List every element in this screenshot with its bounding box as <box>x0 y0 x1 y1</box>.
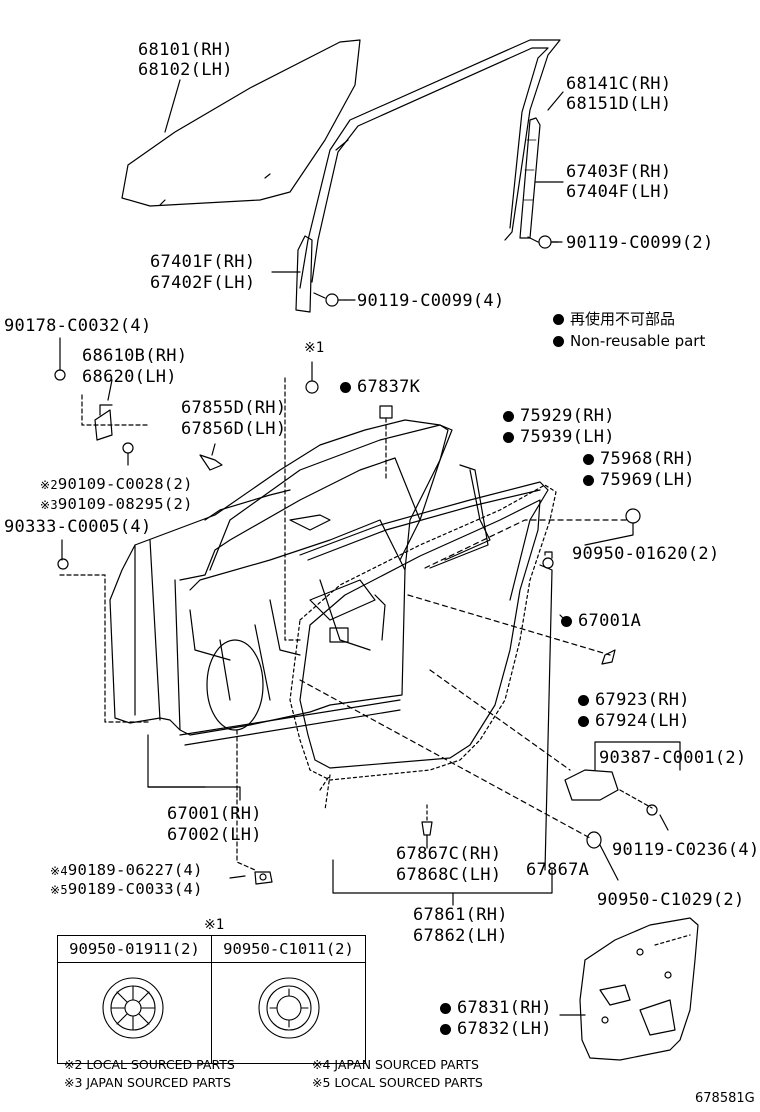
table-header-cell: 90950-01911(2) <box>57 935 212 963</box>
front-sash <box>295 235 313 313</box>
hinge-shape <box>94 404 113 441</box>
label-rear-sash-rh: 67403F(RH) <box>566 162 672 182</box>
door-glass <box>121 39 361 207</box>
note-2: ※2 LOCAL SOURCED PARTS <box>64 1057 235 1072</box>
table-image-cell <box>211 962 366 1064</box>
label-hinge-lh: 68620(LH) <box>82 367 177 387</box>
label-hinge-rh: 68610B(RH) <box>82 346 188 366</box>
label-weatherstrip-67867a: 67867A <box>526 860 590 880</box>
weatherstrip-67861-shape <box>289 484 557 781</box>
label-frame-67923-rh: 67923(RH) <box>578 690 690 711</box>
label-bolt-upper: 90119-C0099(2) <box>566 233 714 253</box>
label-bracket-rh: 67855D(RH) <box>181 398 287 418</box>
nut-67001a-shape <box>601 649 616 665</box>
label-screw-top: 90178-C0032(4) <box>4 316 152 336</box>
label-clip-90387: 90387-C0001(2) <box>599 748 747 768</box>
label-service-cover-rh: 67831(RH) <box>440 998 552 1019</box>
hole-plug-c1029-shape <box>586 831 602 849</box>
bolt-90109-shape <box>122 442 134 466</box>
label-bracket-lh: 67856D(LH) <box>181 419 287 439</box>
label-bolt-90109-a: ※290109-C0028(2) <box>40 475 193 493</box>
ref-mark-1-table: ※1 <box>204 917 225 933</box>
clip-67867c-shape <box>421 804 433 836</box>
label-service-cover-lh: 67832(LH) <box>440 1019 552 1040</box>
label-bolt-bottom-a: ※490189-06227(4) <box>50 861 203 879</box>
label-door-panel-rh: 67001(RH) <box>167 804 262 824</box>
label-bolt-90109-b: ※390109-08295(2) <box>40 495 193 513</box>
label-weatherstrip-75968-lh: 75969(LH) <box>583 470 695 491</box>
run-channel <box>299 39 561 289</box>
non-reusable-dot-icon <box>561 616 572 627</box>
label-run-channel-rh: 68141C(RH) <box>566 74 672 94</box>
label-weatherstrip-67861-lh: 67862(LH) <box>413 926 508 946</box>
weatherstrip-75929-shape <box>209 424 453 571</box>
label-weatherstrip-67867-lh: 67868C(LH) <box>396 865 502 885</box>
label-hole-plug-c1029: 90950-C1029(2) <box>597 890 745 910</box>
label-bolt-bottom-b: ※590189-C0033(4) <box>50 880 203 898</box>
label-rear-sash-lh: 67404F(LH) <box>566 182 672 202</box>
reference-table: 90950-01911(2) 90950-C1011(2) <box>57 935 366 1064</box>
non-reusable-dot-icon <box>503 411 514 422</box>
note-3: ※3 JAPAN SOURCED PARTS <box>64 1075 231 1090</box>
non-reusable-dot-icon <box>440 1003 451 1014</box>
non-reusable-dot-icon <box>583 475 594 486</box>
non-reusable-dot-icon <box>340 382 351 393</box>
label-run-channel-lh: 68151D(LH) <box>566 94 672 114</box>
legend-en: Non-reusable part <box>553 331 705 351</box>
label-door-panel-lh: 67002(LH) <box>167 825 262 845</box>
frame-67923-shape <box>564 769 619 801</box>
legend-en-text: Non-reusable part <box>570 332 706 350</box>
bracket-shape <box>199 454 223 471</box>
label-clip-90333: 90333-C0005(4) <box>4 517 152 537</box>
legend-ja: 再使用不可部品 <box>553 309 675 329</box>
label-glass-rh: 68101(RH) <box>138 40 233 60</box>
label-weatherstrip-75929-lh: 75939(LH) <box>503 427 615 448</box>
non-reusable-dot-icon <box>503 432 514 443</box>
label-hole-plug-top: 90950-01620(2) <box>572 544 720 564</box>
label-screw-90119-c0236: 90119-C0236(4) <box>612 840 760 860</box>
non-reusable-dot-icon <box>583 454 594 465</box>
label-front-sash-lh: 67402F(LH) <box>150 273 256 293</box>
non-reusable-dot-icon <box>553 336 564 347</box>
label-bolt-front-sash: 90119-C0099(4) <box>357 291 505 311</box>
bolt-front-sash-shape <box>313 292 346 307</box>
label-front-sash-rh: 67401F(RH) <box>150 252 256 272</box>
non-reusable-dot-icon <box>440 1024 451 1035</box>
door-panel-shape <box>109 419 449 746</box>
label-weatherstrip-75968-rh: 75968(RH) <box>583 449 695 470</box>
label-weatherstrip-75929-rh: 75929(RH) <box>503 406 615 427</box>
non-reusable-dot-icon <box>553 314 564 325</box>
label-weatherstrip-67867-rh: 67867C(RH) <box>396 844 502 864</box>
rear-sash <box>519 117 541 239</box>
note-4: ※4 JAPAN SOURCED PARTS <box>312 1057 479 1072</box>
legend-ja-text: 再使用不可部品 <box>570 310 676 328</box>
label-frame-67923-lh: 67924(LH) <box>578 711 690 732</box>
figure-code: 678581G <box>695 1091 755 1106</box>
bolt-bottom-shape <box>254 871 273 885</box>
hole-plug-top-shape <box>625 508 641 524</box>
clip-67867a-shape <box>542 551 554 569</box>
label-cover-67837: 67837K <box>340 377 420 398</box>
label-weatherstrip-67861-rh: 67861(RH) <box>413 905 508 925</box>
non-reusable-dot-icon <box>578 716 589 727</box>
table-image-cell <box>57 962 212 1064</box>
service-cover-shape <box>579 917 699 1061</box>
label-door-panel-sub: 67001A <box>561 611 641 632</box>
cover-shape <box>379 405 393 419</box>
ref-mark-1-upper: ※1 <box>304 340 325 356</box>
note-5: ※5 LOCAL SOURCED PARTS <box>312 1075 483 1090</box>
non-reusable-dot-icon <box>578 695 589 706</box>
label-glass-lh: 68102(LH) <box>138 60 233 80</box>
table-header-cell: 90950-C1011(2) <box>211 935 366 963</box>
